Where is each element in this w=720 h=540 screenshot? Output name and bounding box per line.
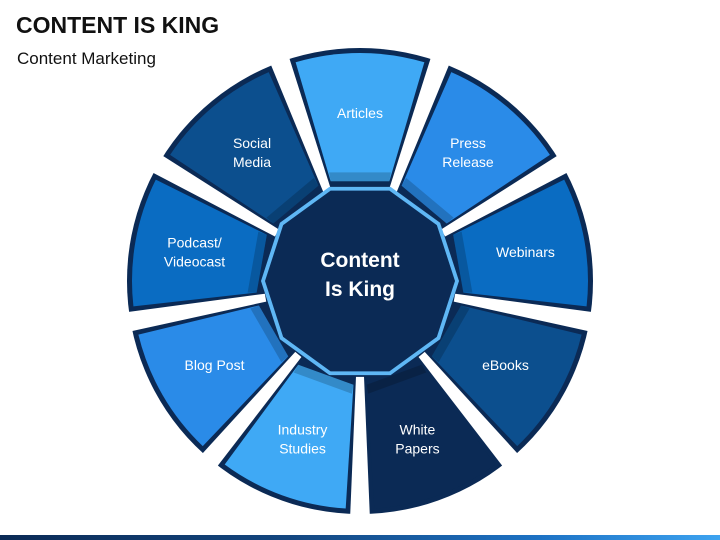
segment-gap	[270, 56, 331, 193]
segment-label: Release	[442, 154, 494, 170]
segment-8	[170, 72, 319, 224]
segment-inner-edge	[250, 305, 289, 363]
segment-label: Studies	[279, 440, 326, 456]
page-title: CONTENT IS KING	[16, 12, 220, 38]
page-subtitle: Content Marketing	[17, 49, 156, 68]
segment-inner-edge	[366, 364, 427, 394]
hub-decagon	[265, 190, 455, 372]
bottom-accent-bar	[0, 535, 720, 540]
segment-label: Webinars	[496, 244, 555, 260]
segment-label: Videocast	[164, 253, 225, 269]
segment-3	[431, 305, 582, 447]
segment-7	[132, 179, 267, 307]
segment-2	[453, 179, 588, 307]
hub-label: Content	[320, 249, 399, 272]
segment-inner-edge	[453, 231, 473, 293]
segment-label: Blog Post	[185, 357, 245, 373]
segment-inner-edge	[266, 177, 319, 224]
segment-label: Press	[450, 135, 486, 151]
segment-gap	[389, 56, 450, 193]
segment-gap	[150, 154, 279, 237]
segment-1	[401, 72, 550, 224]
segment-gap	[350, 376, 370, 517]
segment-label: White	[400, 421, 436, 437]
segment-gap	[126, 293, 267, 332]
segment-label: eBooks	[482, 357, 529, 373]
segment-inner-edge	[431, 305, 470, 363]
segment-label: Social	[233, 135, 271, 151]
segment-gap	[441, 154, 570, 237]
segment-label: Industry	[278, 421, 328, 437]
hub-label: Is King	[325, 278, 395, 301]
segment-4	[366, 364, 496, 509]
segment-0	[295, 53, 425, 182]
segment-inner-edge	[247, 231, 267, 293]
segment-label: Media	[233, 154, 271, 170]
segment-gap	[453, 293, 594, 332]
segment-6	[138, 305, 289, 447]
segment-gap	[418, 351, 520, 468]
segment-label: Podcast/	[167, 234, 222, 250]
segment-inner-edge	[293, 364, 354, 394]
segment-label: Articles	[337, 105, 383, 121]
segment-5	[224, 364, 354, 509]
segment-inner-edge	[401, 177, 454, 224]
segment-inner-edge	[329, 172, 391, 182]
segment-label: Papers	[395, 440, 439, 456]
segment-gap	[200, 351, 302, 468]
